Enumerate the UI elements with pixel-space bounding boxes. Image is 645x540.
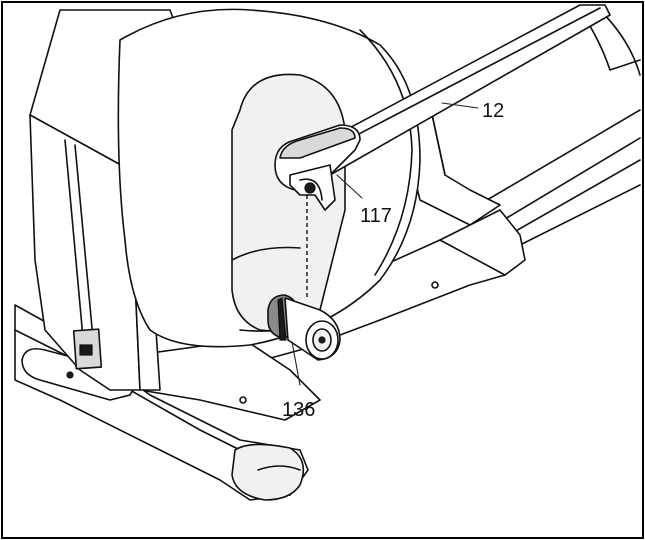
callout-label-136: 136 <box>282 399 315 421</box>
leader-line-12 <box>441 102 479 109</box>
roller-wheel <box>267 294 341 361</box>
leader-line-136 <box>291 341 301 386</box>
leader-line-117 <box>336 174 363 199</box>
pedal-arm <box>274 4 611 211</box>
callout-label-117: 117 <box>360 205 392 227</box>
callout-label-12: 12 <box>482 100 504 122</box>
leader-lines <box>291 102 479 386</box>
